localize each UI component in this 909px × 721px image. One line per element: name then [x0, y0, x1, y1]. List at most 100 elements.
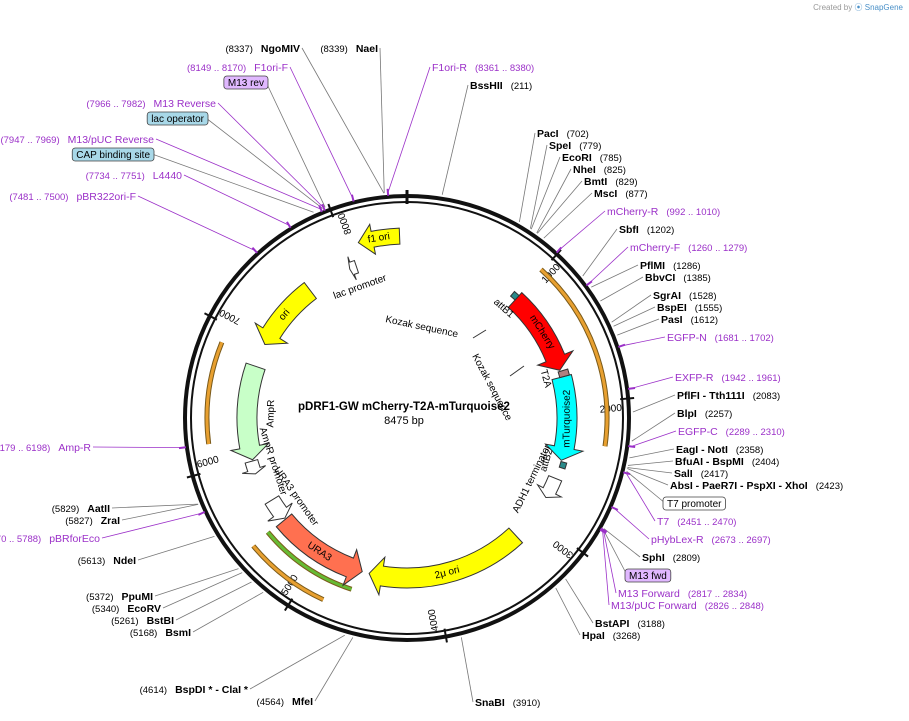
label-pos-f1ori-r: (8361 .. 8380): [475, 63, 534, 74]
leader-bstbi: [175, 581, 252, 621]
primer-site-t7: [623, 471, 631, 476]
feature-arrow-ura3-promoter: [264, 495, 293, 522]
label-pos-m13-reverse: (7966 .. 7982): [86, 99, 145, 110]
label-amp-r: Amp-R(6179 .. 6198): [0, 442, 187, 454]
feature-arrow-ori: [254, 281, 318, 346]
feature-label-attb1: attB1: [491, 297, 516, 321]
feature-arrow-mturquoise2: [544, 373, 585, 461]
label-pbr322ori-f: pBR322ori-F(7481 .. 7500): [9, 191, 258, 254]
label-pos-bfuai-bspmi: (2404): [752, 457, 779, 468]
feature-arrow-attb2: [558, 460, 568, 470]
label-bfuai-bspmi: BfuAI - BspMI(2404): [627, 456, 779, 468]
label-bsmi: BsmI(5168): [130, 591, 264, 639]
feature-arrow-f1-ori: [357, 223, 401, 256]
label-pos-pflfi-tth111i: (2083): [753, 391, 780, 402]
label-name-pflfi-tth111i: PflFI - Tth111I: [677, 390, 745, 402]
label-nhei: NheI(825): [536, 164, 626, 234]
label-name-bmti: BmtI: [584, 176, 607, 188]
label-name-f1ori-r: F1ori-R: [432, 62, 467, 74]
leader-t7: [625, 472, 656, 522]
label-name-m13-puc-forward: M13/pUC Forward: [611, 600, 697, 612]
feature-label-ampr: AmpR: [265, 400, 277, 428]
label-pos-t7: (2451 .. 2470): [677, 517, 736, 528]
leader-zrai: [121, 504, 199, 521]
feature-arrow-adh1-terminator: [536, 475, 564, 498]
label-aatii: AatII(5829): [52, 503, 199, 515]
label-pos-bstapi: (3188): [637, 619, 664, 630]
primer-site-f1ori-f: [350, 194, 355, 202]
leader-bfuai-bspmi: [627, 460, 674, 466]
label-mcherry-r: mCherry-R(992 .. 1010): [555, 206, 720, 254]
feature-ori: ori: [254, 281, 318, 346]
leader-m13-forward: [602, 529, 617, 594]
primer-site-m13-puc-forward: [599, 528, 607, 535]
label-absi-paer7i-pspxi-xhoi: AbsI - PaeR7I - PspXI - XhoI(2423): [627, 468, 843, 492]
label-name-m13-puc-reverse: M13/pUC Reverse: [68, 134, 155, 146]
feature-arrow-2-ori: [368, 527, 524, 597]
label-name-sali: SalI: [674, 468, 693, 480]
label-bstapi: BstAPI(3188): [565, 578, 665, 630]
leader-mcherry-r: [558, 210, 606, 251]
leader-eagi-noti: [629, 448, 675, 459]
label-l4440: L4440(7734 .. 7751): [86, 170, 292, 229]
label-name-sgrai: SgrAI: [653, 290, 681, 302]
label-name-mcherry-r: mCherry-R: [607, 206, 659, 218]
label-pflmi: PflMI(1286): [591, 260, 701, 288]
credit-prefix: Created by: [813, 3, 853, 12]
leader-sgrai: [611, 294, 652, 323]
label-name-bsmi: BsmI: [165, 627, 191, 639]
label-mcherry-f: mCherry-F(1260 .. 1279): [585, 242, 747, 287]
label-pos-hpai: (3268): [613, 631, 640, 642]
label-pflfi-tth111i: PflFI - Tth111I (2083): [632, 390, 780, 413]
label-pos-nhei: (825): [604, 165, 626, 176]
label-name-hpai: HpaI: [582, 630, 605, 642]
label-name-blpi: BlpI: [677, 408, 697, 420]
label-pos-ppumi: (5372): [86, 592, 113, 603]
primer-site-pbr322ori-f: [251, 247, 258, 254]
feature-arrow-ampr: [229, 362, 270, 461]
label-pos-absi-paer7i-pspxi-xhoi: (2423): [816, 481, 843, 492]
label-pos-bmti: (829): [615, 177, 637, 188]
leader-ppumi: [154, 568, 239, 597]
box-m13-rev: [223, 75, 269, 90]
label-name-mfei: MfeI: [292, 696, 313, 708]
box-t7-promoter: [662, 496, 726, 511]
label-sphi: SphI(2809): [603, 528, 700, 564]
leader-pbr322ori-f: [137, 195, 256, 252]
label-pos-msci: (877): [625, 189, 647, 200]
primer-site-m13-puc-reverse: [318, 205, 323, 213]
feature-label-ampr-promoter: AmpR promoter: [257, 426, 289, 497]
tick-1000: [550, 249, 562, 261]
box-text-t7-promoter: T7 promoter: [667, 499, 722, 510]
leader-t7-promoter: [626, 471, 666, 504]
leader-cap-binding-site: [151, 153, 314, 213]
label-egfp-n: EGFP-N(1681 .. 1702): [618, 332, 774, 348]
feature-mturquoise2: mTurquoise2: [544, 373, 585, 461]
label-egfp-c: EGFP-C(2289 .. 2310): [628, 426, 785, 448]
label-pos-bbvci: (1385): [683, 273, 710, 284]
leader-snabi: [460, 637, 474, 703]
label-name-mcherry-f: mCherry-F: [630, 242, 680, 254]
label-name-m13-reverse: M13 Reverse: [154, 98, 217, 110]
label-pos-m13-puc-forward: (2826 .. 2848): [705, 601, 764, 612]
label-sali: SalI(2417): [627, 467, 728, 480]
feature-2-ori: 2μ ori: [368, 527, 524, 597]
label-t7-promoter: T7 promoter: [626, 471, 726, 511]
label-m13-reverse: M13 Reverse (7966 .. 7982): [86, 98, 326, 212]
label-pos-m13-forward: (2817 .. 2834): [688, 589, 747, 600]
tick-label-8000: 8000: [336, 211, 354, 236]
label-blpi: BlpI(2257): [631, 408, 732, 442]
label-m13-rev: M13 rev: [223, 75, 326, 208]
label-pos-eagi-noti: (2358): [736, 445, 763, 456]
label-pos-sbfi: (1202): [647, 225, 674, 236]
label-name-aatii: AatII: [87, 503, 110, 515]
leader-exfp-r: [630, 376, 674, 389]
leader-mcherry-f: [588, 246, 629, 284]
feature-label-mturquoise2: mTurquoise2: [562, 389, 573, 447]
label-pos-bspdi-clai: (4614): [140, 685, 167, 696]
primer-site-m13-reverse: [321, 203, 326, 212]
label-cap-binding-site: CAP binding site: [71, 147, 314, 213]
label-name-pasi: PasI: [661, 314, 683, 326]
label-ndei: NdeI(5613): [78, 535, 215, 567]
label-name-msci: MscI: [594, 188, 617, 200]
